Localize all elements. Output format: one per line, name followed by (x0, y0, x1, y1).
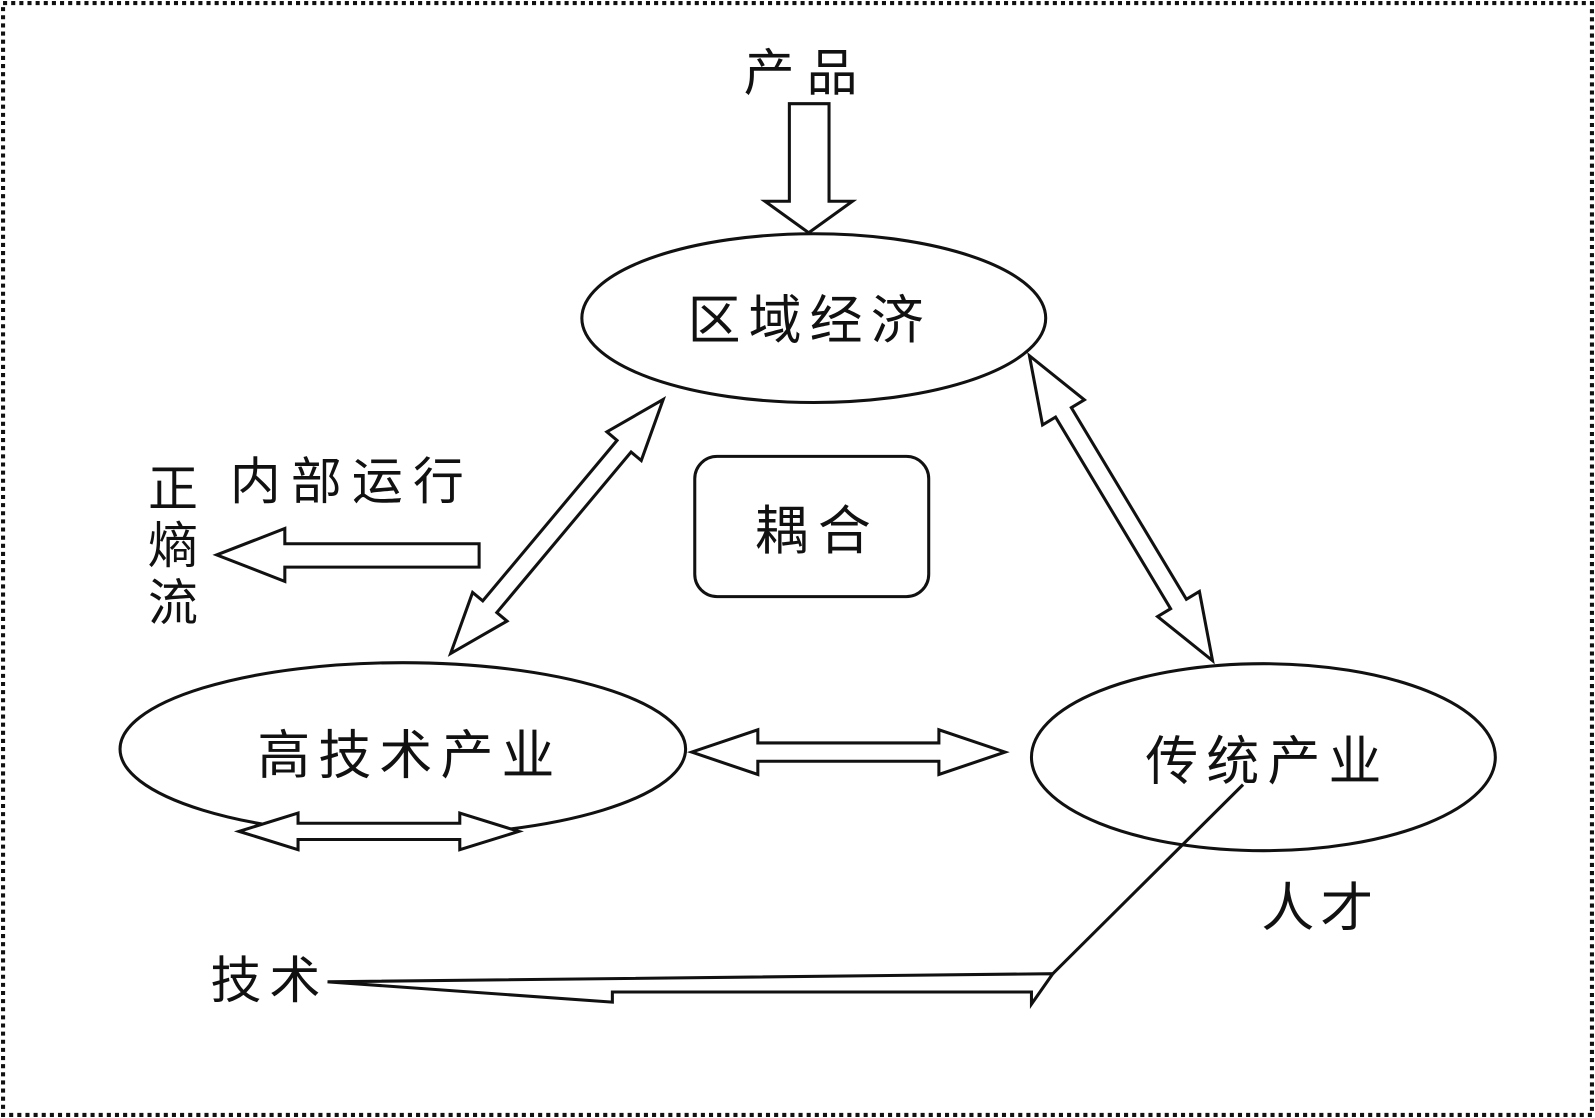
hightech-internal-double-arrow (233, 811, 524, 852)
high-tech-industry-label: 高技术产业 (257, 725, 562, 786)
product-label: 产品 (744, 43, 870, 102)
technology-flow-arrow (327, 972, 1056, 1010)
technology-label: 技术 (211, 951, 329, 1010)
economy-traditional-double-arrow (1027, 351, 1215, 665)
internal-operation-label: 内部运行 (230, 452, 474, 511)
entropy-outflow-arrow (212, 526, 481, 584)
product-inflow-arrow (760, 102, 858, 235)
traditional-industry-node (1029, 662, 1497, 853)
positive-entropy-flow-label: 正熵流 (140, 462, 198, 633)
coupling-box (693, 454, 931, 599)
coupling-label: 耦合 (755, 501, 881, 562)
economy-hightech-double-arrow (447, 396, 667, 657)
traditional-to-technology-line (1051, 783, 1245, 975)
traditional-industry-label: 传统产业 (1145, 732, 1389, 793)
regional-economy-node (580, 232, 1048, 405)
talent-label: 人才 (1261, 878, 1379, 939)
hightech-traditional-double-arrow (686, 727, 1010, 777)
regional-economy-label: 区域经济 (688, 290, 932, 351)
